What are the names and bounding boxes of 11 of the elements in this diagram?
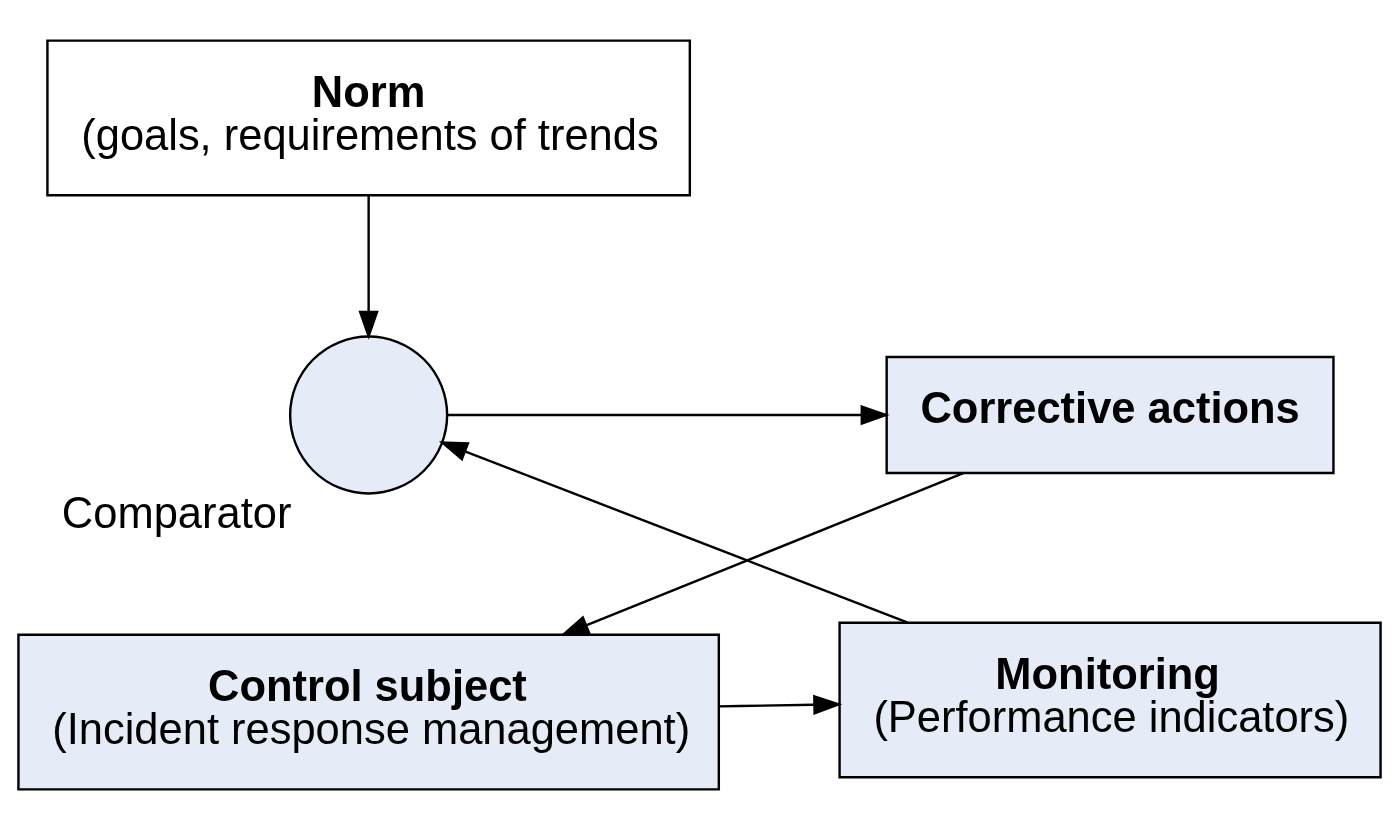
arrow [560,471,965,636]
arrow [447,404,890,425]
node-circle [288,334,449,495]
node-box: Monitoring (Performance indicators) [838,621,1382,778]
arrow [718,694,843,715]
arrow [358,195,379,340]
node-box: Norm (goals, requirements of trends [46,38,692,196]
arrow [438,440,909,624]
node-label: Comparator [61,488,292,537]
node-box: Control subject (Incident response management) [17,633,721,791]
node-box: Corrective actions [885,355,1335,474]
